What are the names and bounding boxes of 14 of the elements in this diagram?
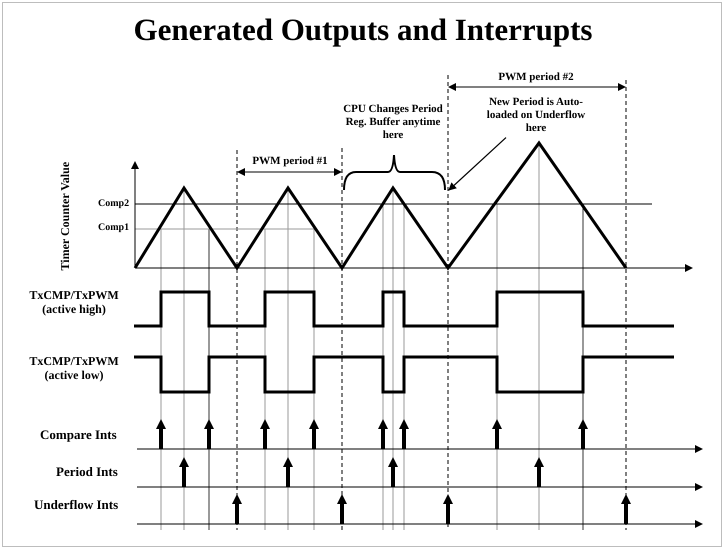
signal-label: TxCMP/TxPWM (active low): [28, 354, 120, 383]
signal-label: Underflow Ints: [34, 497, 120, 513]
axis-label: Timer Counter Value: [58, 161, 72, 272]
annotation-text: CPU Changes Period Reg. Buffer anytime here: [342, 103, 444, 143]
period-label: PWM period #1: [251, 155, 329, 168]
diagram-title: Generated Outputs and Interrupts: [132, 12, 594, 48]
leader-arrow: [448, 137, 506, 191]
signal-label: Period Ints: [56, 464, 119, 480]
level-label: Comp1: [98, 222, 130, 234]
period-label: PWM period #2: [497, 71, 575, 84]
level-label: Comp2: [98, 198, 130, 210]
signal-label: TxCMP/TxPWM (active high): [28, 288, 120, 317]
signal-label: Compare Ints: [40, 427, 118, 443]
annotation-text: New Period is Auto-loaded on Underflow here: [483, 96, 589, 136]
